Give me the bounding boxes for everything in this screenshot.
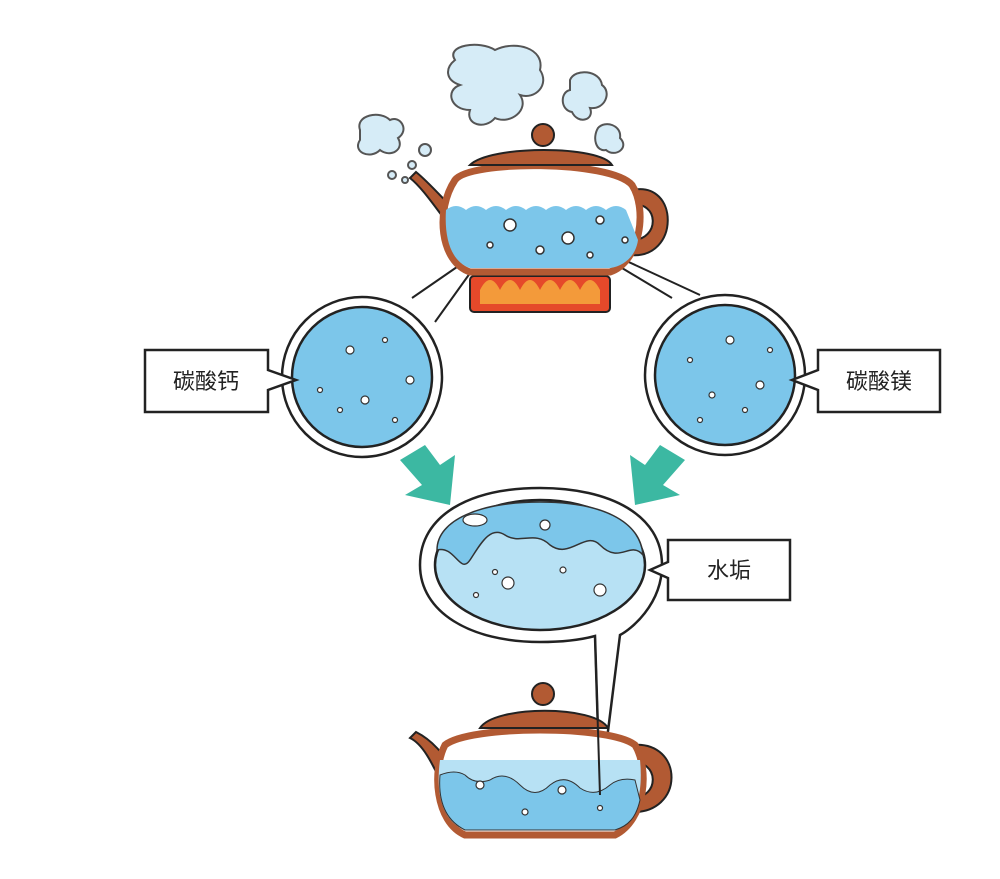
label-calcium-carbonate: 碳酸钙 (143, 348, 300, 414)
label-text: 碳酸镁 (846, 370, 912, 395)
label-text: 水垢 (707, 559, 751, 584)
scale-magnifier (418, 486, 664, 796)
steam-icon (357, 43, 625, 184)
label-text: 碳酸钙 (173, 370, 239, 395)
label-scale: 水垢 (646, 538, 792, 602)
scaled-kettle (408, 635, 673, 839)
label-magnesium-carbonate: 碳酸镁 (788, 348, 942, 414)
calcium-carbonate-magnifier (280, 295, 444, 459)
boiling-kettle (408, 123, 669, 313)
arrow-down-left-icon (630, 445, 685, 505)
magnesium-carbonate-magnifier (643, 293, 807, 457)
arrow-down-right-icon (400, 445, 455, 505)
